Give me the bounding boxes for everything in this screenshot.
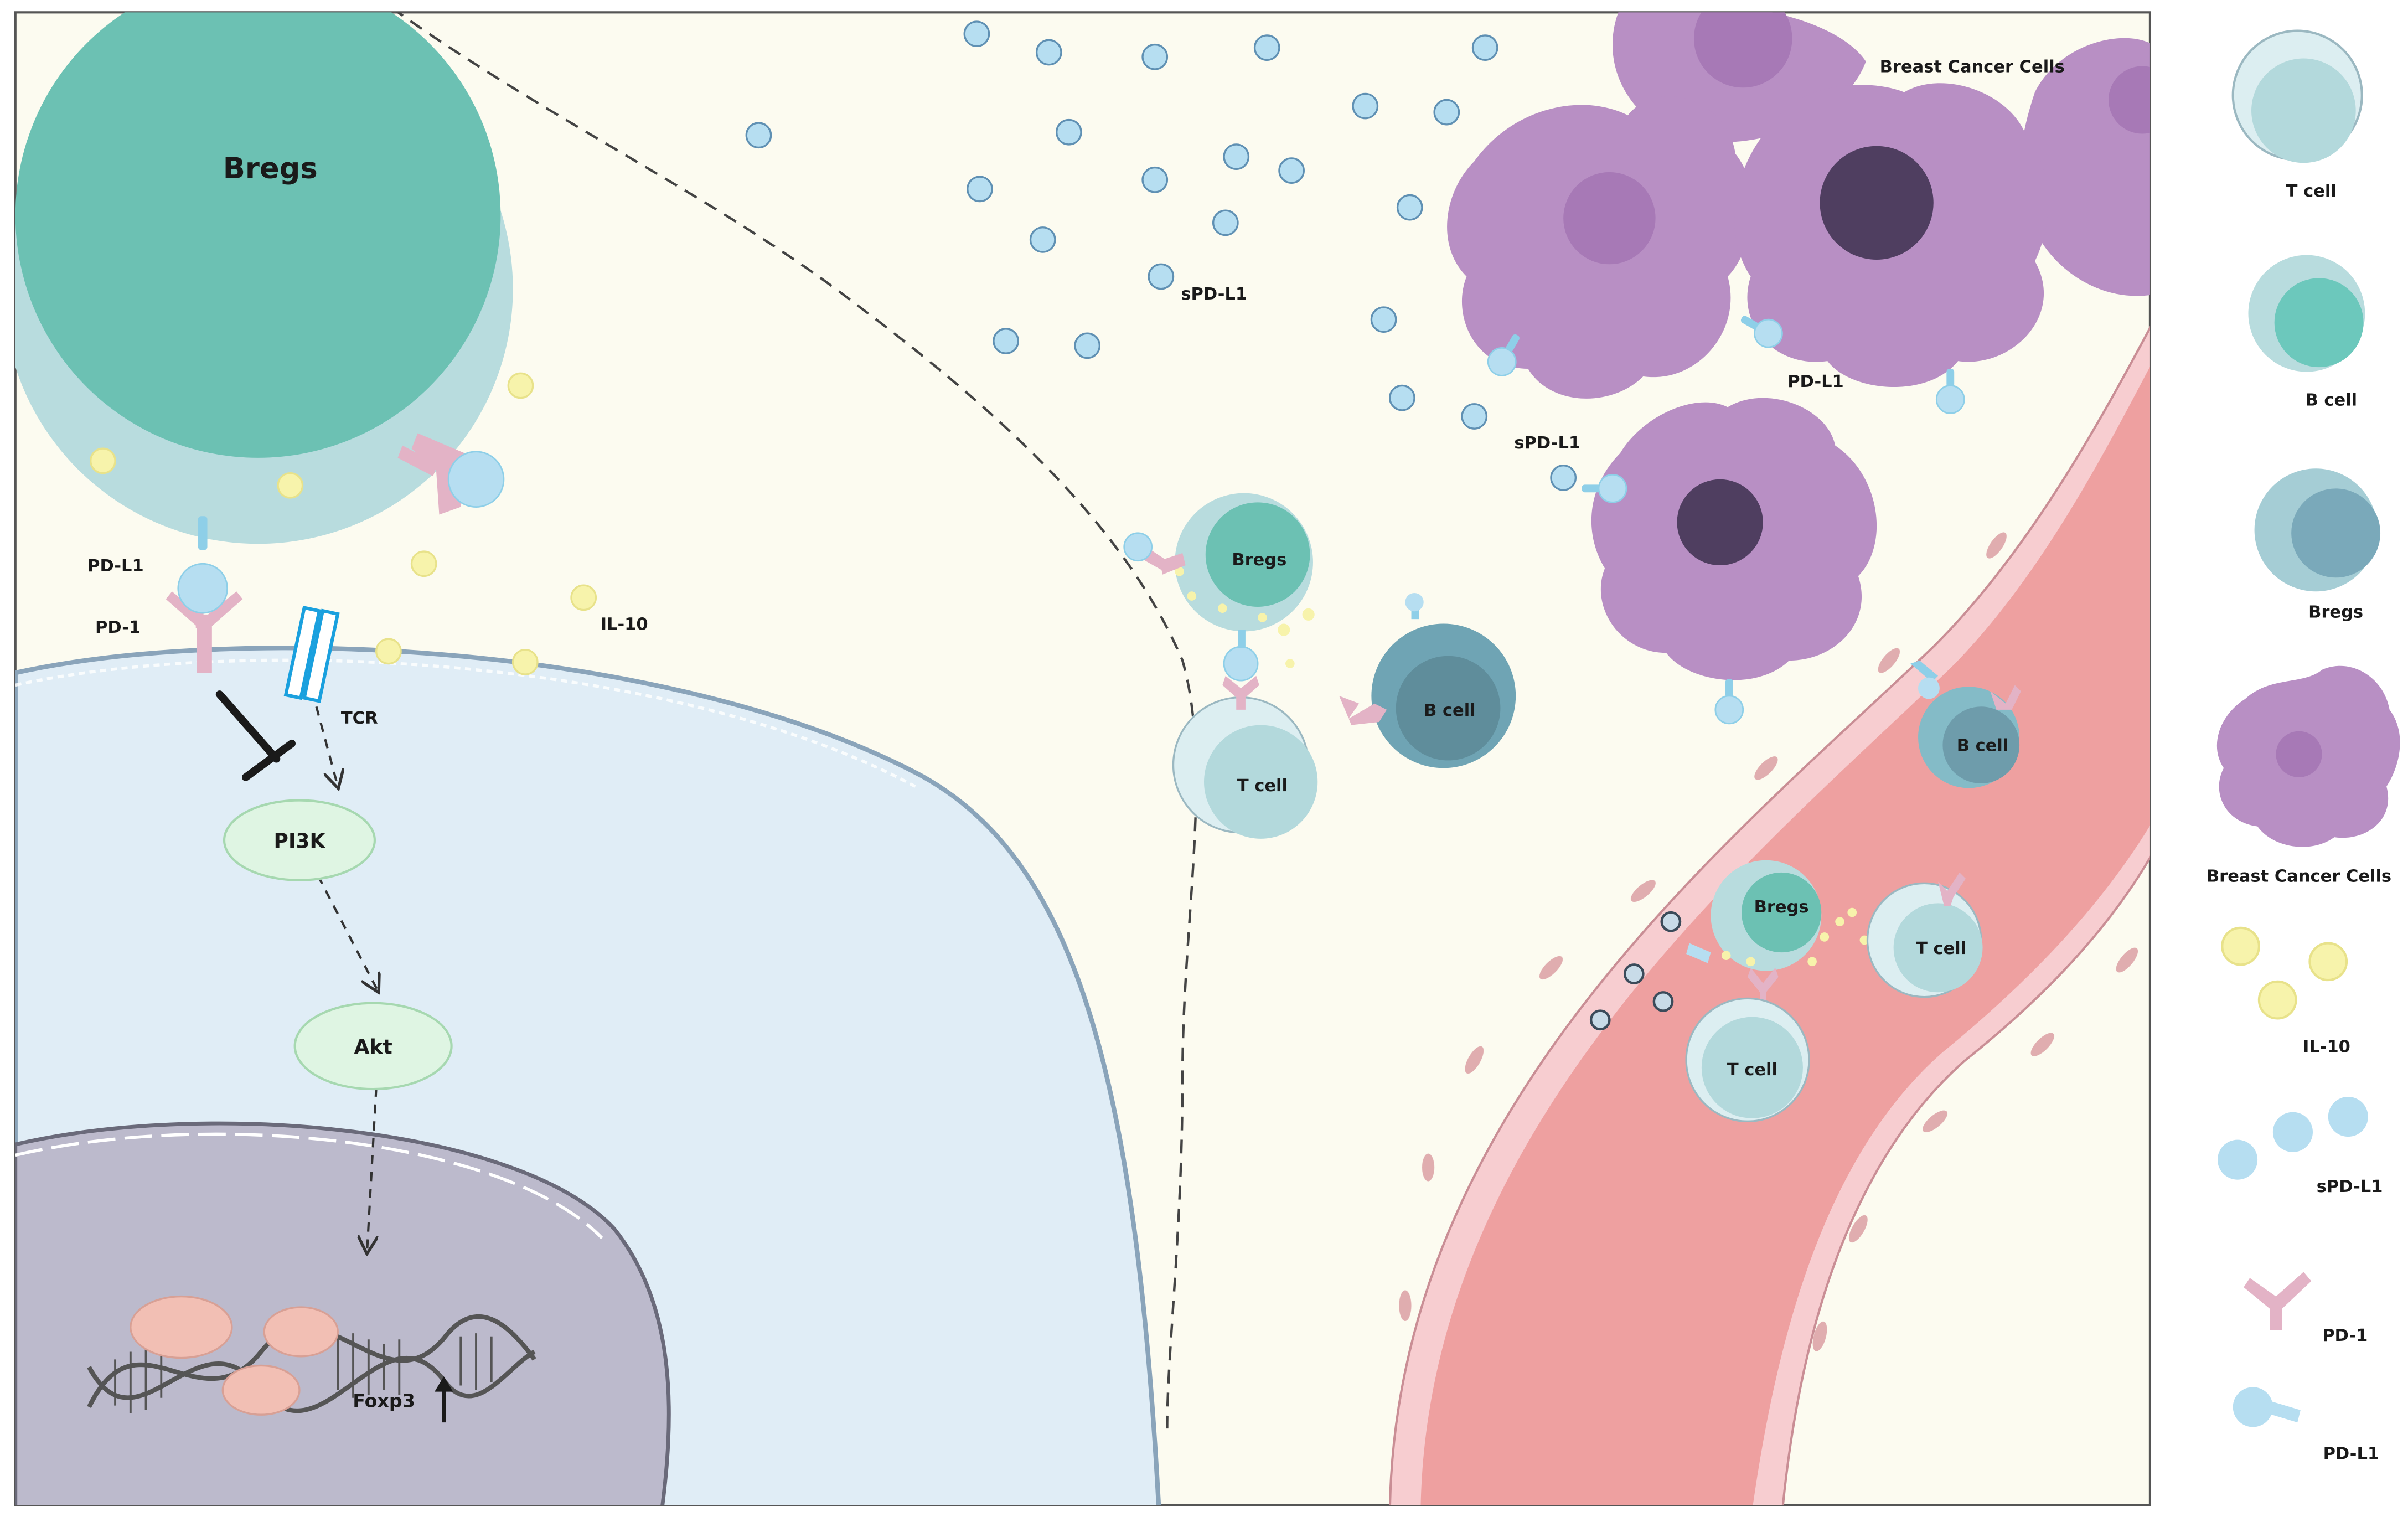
spd-l1-label-mid: sPD-L1 xyxy=(1514,434,1580,453)
vessel-wall-cells xyxy=(1399,532,2138,1351)
bregs-large-label: Bregs xyxy=(223,152,318,185)
pdl1-icon xyxy=(2233,1387,2301,1427)
legend-label: sPD-L1 xyxy=(2317,1177,2383,1196)
legend-label: T cell xyxy=(2286,182,2337,201)
legend-label: PD-1 xyxy=(2322,1326,2368,1345)
inhibition-arrow xyxy=(215,690,296,781)
tcr-receptor xyxy=(283,605,340,703)
b-cell-icon xyxy=(2248,255,2365,372)
akt-node xyxy=(293,1002,453,1091)
t-cell-mid-label: T cell xyxy=(1237,776,1288,796)
pd-1-label-left: PD-1 xyxy=(95,618,141,637)
bregs-mid-cell xyxy=(1123,493,1315,668)
bregs-mid-label: Bregs xyxy=(1232,550,1286,570)
legend-item-breast-cancer-cells: Breast Cancer Cells xyxy=(2207,665,2400,886)
t-cell-mid xyxy=(1172,630,1318,839)
breast-cancer-cells-label: Breast Cancer Cells xyxy=(1880,58,2065,77)
t-cell-vessel-bottom xyxy=(1685,997,1810,1122)
legend-item-pd-1: PD-1 xyxy=(2244,1272,2368,1345)
foxp3-label: Foxp3 xyxy=(353,1390,415,1411)
b-cell-mid-label: B cell xyxy=(1424,701,1476,720)
t-cell-vessel-right xyxy=(1866,872,1983,998)
b-cell-mid xyxy=(1339,592,1516,768)
t-cell-vessel-right-label: T cell xyxy=(1916,939,1966,958)
legend-item-t-cell: T cell xyxy=(2231,29,2363,201)
akt-label: Akt xyxy=(354,1035,392,1059)
pd1-icon xyxy=(2244,1272,2312,1330)
legend: T cell B cell Bregs Breast Cancer Cells xyxy=(2207,29,2400,1464)
pd-1-pd-l1-complex xyxy=(397,433,505,515)
legend-item-spd-l1: sPD-L1 xyxy=(2217,1096,2383,1196)
tcr-label: TCR xyxy=(341,709,378,728)
pi3k-node xyxy=(223,799,376,881)
dna-chromatin xyxy=(87,1295,536,1416)
pathway-arrows xyxy=(315,706,378,1252)
tissue-boundary xyxy=(396,12,1198,1429)
pd-l1-label-left: PD-L1 xyxy=(87,556,144,576)
bregs-icon xyxy=(2254,468,2381,592)
legend-label: B cell xyxy=(2306,391,2358,410)
nucleus xyxy=(15,1121,671,1505)
legend-item-b-cell: B cell xyxy=(2248,255,2365,410)
t-cell-icon xyxy=(2231,29,2363,163)
b-cell-vessel xyxy=(1910,661,2021,788)
legend-label: Breast Cancer Cells xyxy=(2207,867,2391,886)
vessel-spd-l1 xyxy=(1589,911,1682,1031)
bregs-vessel xyxy=(1686,860,1869,1008)
legend-label: IL-10 xyxy=(2303,1037,2350,1056)
tumor-cluster xyxy=(1447,12,2150,680)
up-arrow-icon xyxy=(435,1376,453,1423)
spdl1-icon xyxy=(2217,1096,2368,1180)
pd-l1-stem-left xyxy=(198,516,208,550)
legend-item-il-10: IL-10 xyxy=(2221,926,2350,1056)
il10-icon xyxy=(2221,926,2348,1020)
pd-l1-label-tumor: PD-L1 xyxy=(1787,372,1844,391)
pd-l1-head-left xyxy=(177,563,228,614)
t-cell-vessel-bottom-label: T cell xyxy=(1727,1060,1777,1080)
legend-item-pd-l1: PD-L1 xyxy=(2233,1387,2380,1464)
cancer-cell-icon xyxy=(2216,665,2400,847)
il-10-label: IL-10 xyxy=(601,615,648,634)
legend-label: PD-L1 xyxy=(2323,1444,2380,1464)
legend-item-bregs: Bregs xyxy=(2254,468,2381,622)
b-cell-vessel-label: B cell xyxy=(1957,736,2009,756)
pd-1-arms xyxy=(166,591,243,633)
legend-label: Bregs xyxy=(2308,602,2363,622)
bregs-large-cell xyxy=(15,12,513,544)
pi3k-label: PI3K xyxy=(274,830,327,853)
spd-l1-label-top: sPD-L1 xyxy=(1181,285,1247,304)
bregs-vessel-label: Bregs xyxy=(1754,897,1809,917)
